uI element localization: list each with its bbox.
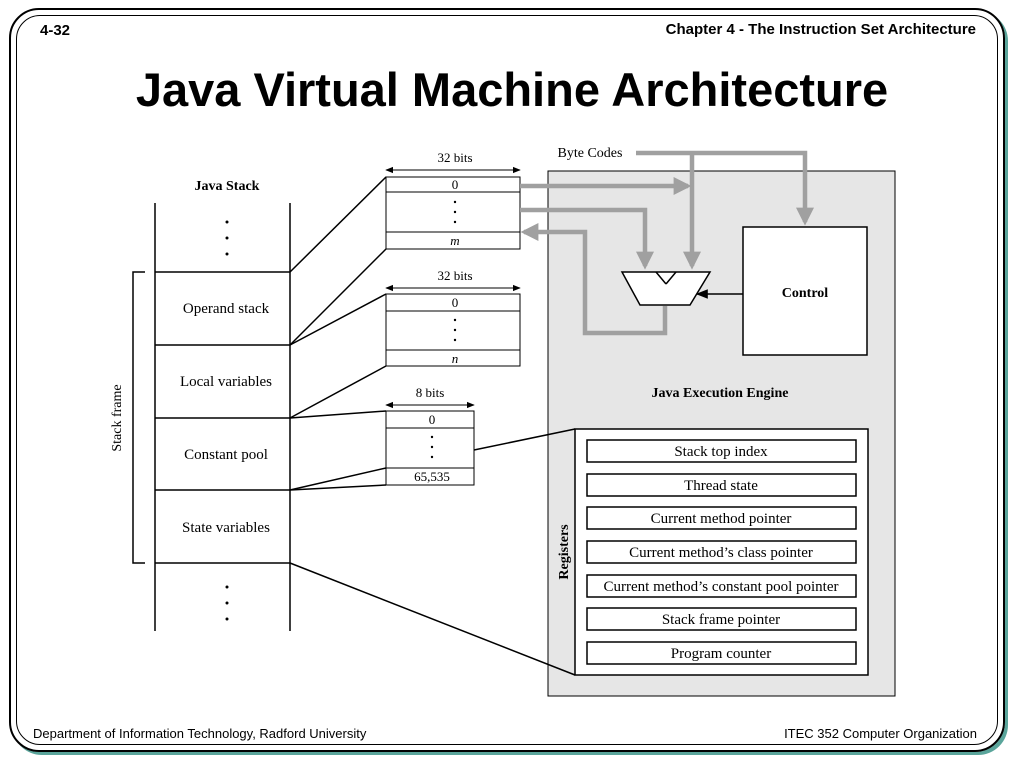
mem2-last: n bbox=[452, 351, 459, 366]
registers-label: Registers bbox=[557, 524, 572, 580]
gray-data-paths bbox=[520, 150, 814, 336]
register-list: Stack top index Thread state Current met… bbox=[586, 439, 857, 665]
slide-number: 4-32 bbox=[40, 22, 71, 39]
register-box bbox=[586, 607, 857, 631]
mem1-last: m bbox=[450, 233, 459, 248]
stack-connector-lines bbox=[289, 176, 576, 676]
stack-frame-label: Stack frame bbox=[110, 384, 125, 451]
footer-right: ITEC 352 Computer Organization bbox=[784, 726, 977, 741]
mem2-box bbox=[385, 293, 521, 367]
register-box bbox=[586, 574, 857, 598]
mem3-first: 0 bbox=[429, 412, 436, 427]
mem3-last: 65,535 bbox=[414, 469, 450, 484]
stack-item-local-variables: Local variables bbox=[180, 374, 272, 390]
mem3-width-label: 8 bits bbox=[416, 385, 445, 400]
register-box bbox=[586, 540, 857, 564]
register-stack-frame-pointer: Stack frame pointer bbox=[662, 612, 780, 628]
alu-shape bbox=[620, 271, 712, 306]
mem1-first: 0 bbox=[452, 177, 459, 192]
execution-engine-label: Java Execution Engine bbox=[652, 386, 789, 401]
register-box bbox=[586, 473, 857, 497]
stack-item-state-variables: State variables bbox=[182, 520, 270, 536]
register-constant-pool-pointer: Current method’s constant pool pointer bbox=[604, 579, 839, 595]
footer-left: Department of Information Technology, Ra… bbox=[33, 726, 367, 741]
mem1-box bbox=[385, 176, 521, 250]
slide-title: Java Virtual Machine Architecture bbox=[135, 63, 889, 116]
stack-frame-bracket bbox=[132, 271, 145, 564]
stack-top-ellipsis bbox=[225, 220, 229, 256]
byte-codes-label: Byte Codes bbox=[558, 146, 623, 161]
register-box bbox=[586, 439, 857, 463]
control-box bbox=[742, 226, 868, 356]
java-stack-title: Java Stack bbox=[195, 179, 260, 194]
stack-item-operand-stack: Operand stack bbox=[183, 301, 270, 317]
mem3-box bbox=[385, 410, 475, 486]
register-box bbox=[586, 641, 857, 665]
slide-border-inner bbox=[16, 15, 998, 745]
chapter-title: Chapter 4 - The Instruction Set Architec… bbox=[665, 21, 976, 38]
mem2-first: 0 bbox=[452, 295, 459, 310]
register-program-counter: Program counter bbox=[671, 646, 771, 662]
mem2-width-label: 32 bits bbox=[437, 268, 472, 283]
register-thread-state: Thread state bbox=[684, 478, 758, 494]
register-current-method-pointer: Current method pointer bbox=[651, 511, 792, 527]
stack-item-constant-pool: Constant pool bbox=[184, 447, 268, 463]
register-stack-top-index: Stack top index bbox=[674, 444, 768, 460]
slide-border-outer bbox=[9, 8, 1005, 752]
mem1-width-label: 32 bits bbox=[437, 150, 472, 165]
control-label: Control bbox=[782, 286, 829, 301]
register-class-pointer: Current method’s class pointer bbox=[629, 545, 813, 561]
stack-bottom-ellipsis bbox=[225, 585, 229, 621]
register-box bbox=[586, 506, 857, 530]
